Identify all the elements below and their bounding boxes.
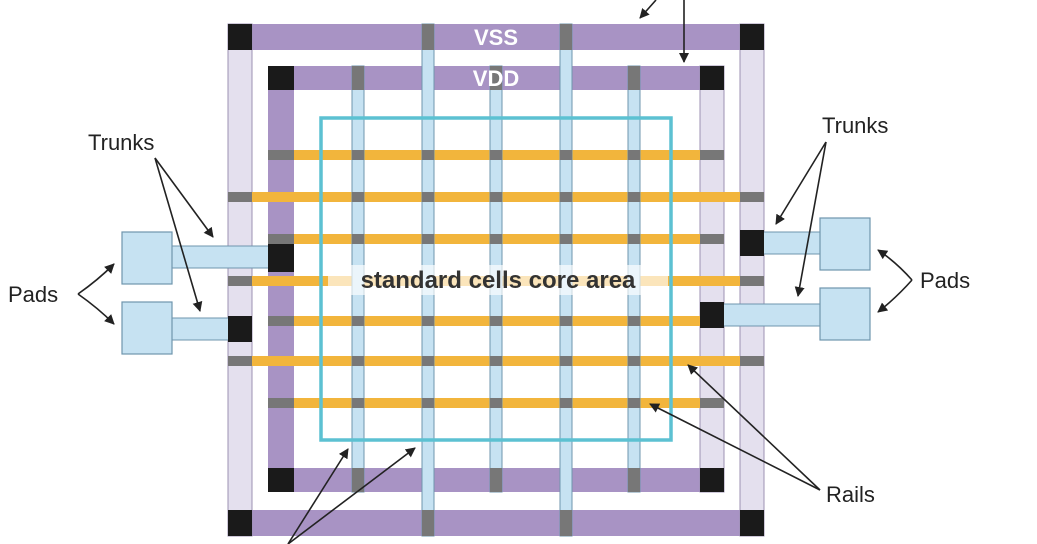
trunks-right-arrows xyxy=(775,141,827,297)
trunk-left-upper-via xyxy=(268,244,294,272)
trunks-left-arrows xyxy=(154,157,214,312)
trunks-left-label: Trunks xyxy=(88,130,154,155)
pads-left-label: Pads xyxy=(8,282,58,307)
pad-right-upper xyxy=(819,217,871,271)
trunk-right-upper-via xyxy=(740,230,764,256)
pads-right-arrows xyxy=(877,249,913,313)
core-label-backdrop xyxy=(328,265,668,295)
right-pads xyxy=(700,217,871,341)
trunks-right-label: Trunks xyxy=(822,113,888,138)
vss-ring-bottom xyxy=(228,510,764,536)
vss-ring-top xyxy=(228,24,764,50)
trunk-right-lower xyxy=(721,303,821,327)
arrow-to-vss xyxy=(639,0,657,19)
pad-right-lower xyxy=(819,287,871,341)
trunk-right-lower-via xyxy=(700,302,724,328)
trunk-left-lower-via xyxy=(228,316,252,342)
core-area-outline xyxy=(319,116,673,442)
left-pads xyxy=(121,231,294,355)
pads-right-label: Pads xyxy=(920,268,970,293)
pad-left-lower xyxy=(121,301,173,355)
pad-left-upper xyxy=(121,231,173,285)
top-arrows xyxy=(639,0,689,63)
corner-blocks xyxy=(228,24,764,536)
trunk-right-upper xyxy=(761,231,821,255)
trunk-left-lower xyxy=(171,317,231,341)
vias xyxy=(228,24,764,536)
bottom-arrows xyxy=(287,447,416,544)
pads-left-arrows xyxy=(77,263,115,325)
core-area-label: standard cells core area xyxy=(361,267,636,294)
vdd-label: VDD xyxy=(473,66,519,91)
vss-label: VSS xyxy=(474,25,518,50)
rails-arrows xyxy=(649,364,821,491)
rails-label: Rails xyxy=(826,482,875,507)
